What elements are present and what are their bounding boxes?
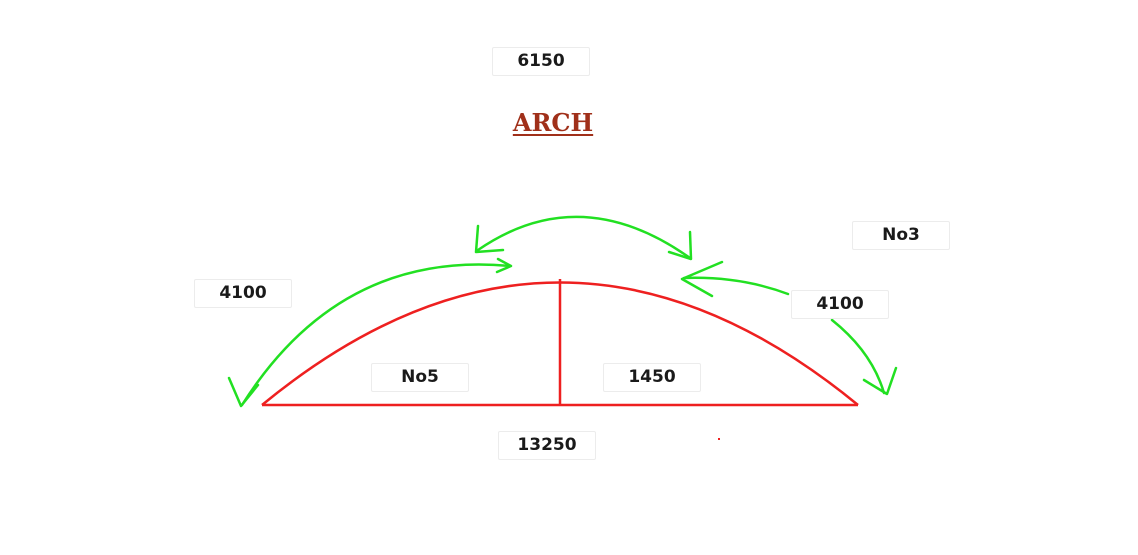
- left-arc-length-label: 4100: [194, 279, 292, 308]
- right-lower-arrow-head: [862, 366, 898, 396]
- right-upper-arrow: [682, 276, 790, 296]
- top-arc-arrow: [476, 215, 692, 260]
- span-length-label: 13250: [498, 431, 596, 460]
- no5-label: No5: [371, 363, 469, 392]
- no3-label: No3: [852, 221, 950, 250]
- right-arc-length-label: 4100: [791, 290, 889, 319]
- right-lower-arrow: [830, 318, 886, 395]
- rise-height-label: 1450: [603, 363, 701, 392]
- diagram-title: ARCH: [512, 108, 594, 137]
- top-arc-right-head: [667, 230, 693, 261]
- top-arc-left-head: [474, 224, 505, 254]
- right-upper-arrow-head: [680, 260, 724, 298]
- left-arc-start-head: [495, 257, 513, 274]
- stray-dot: [718, 438, 720, 440]
- left-arc-arrow: [240, 263, 512, 407]
- left-arc-end-head: [227, 376, 260, 408]
- top-dimension-label: 6150: [492, 47, 590, 76]
